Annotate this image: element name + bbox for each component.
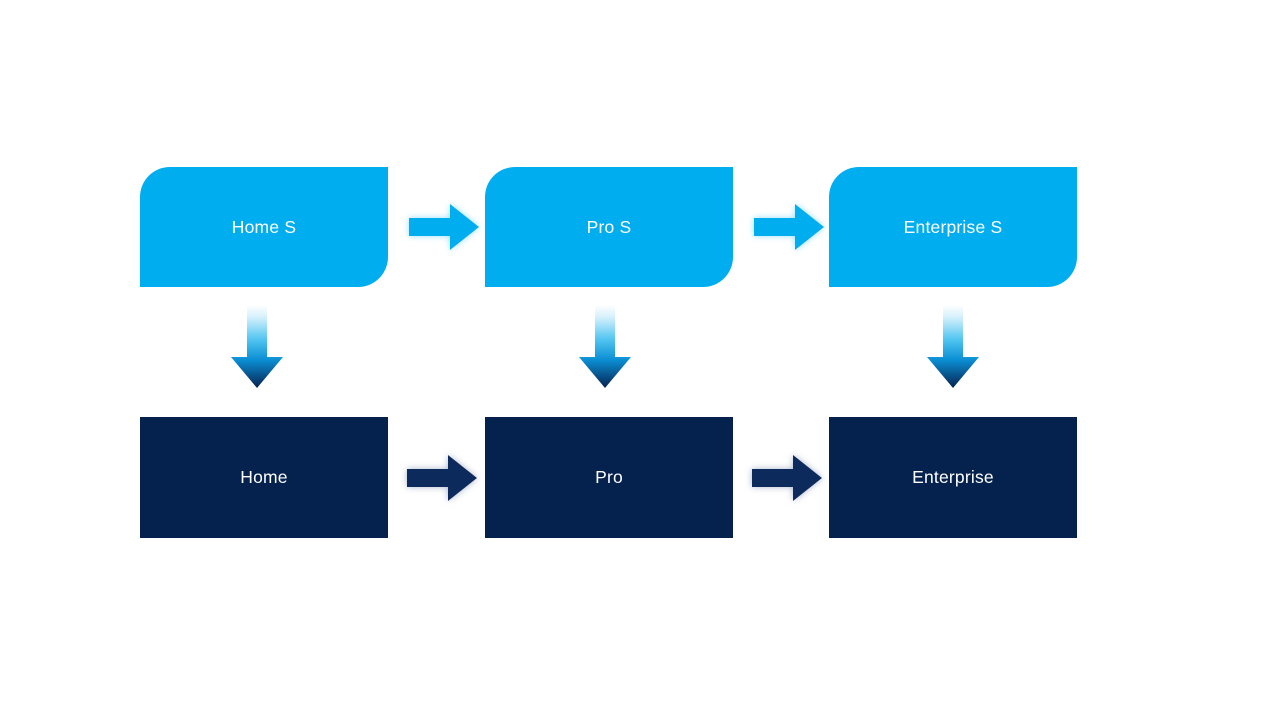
arrow-right-icon-home-s-to-pro-s — [405, 199, 483, 255]
node-pro[interactable]: Pro — [485, 417, 733, 538]
node-enterprise[interactable]: Enterprise — [829, 417, 1077, 538]
arrow-right-icon-pro-s-to-enterprise-s — [750, 199, 828, 255]
node-pro-s-label: Pro S — [586, 216, 632, 237]
arrow-right-icon-home-to-pro — [403, 450, 481, 506]
node-pro-s[interactable]: Pro S — [485, 167, 733, 287]
arrow-down-icon-pro-s-to-pro — [574, 305, 636, 389]
node-home-s[interactable]: Home S — [140, 167, 388, 287]
node-enterprise-label: Enterprise — [912, 467, 994, 487]
node-pro-label: Pro — [595, 467, 623, 487]
arrow-down-icon-enterprise-s-to-enterprise — [922, 305, 984, 389]
node-home-s-label: Home S — [231, 216, 297, 237]
node-home-label: Home — [240, 467, 288, 487]
node-home[interactable]: Home — [140, 417, 388, 538]
arrow-right-icon-pro-to-enterprise — [748, 450, 826, 506]
node-enterprise-s-label: Enterprise S — [903, 216, 1003, 237]
arrow-down-icon-home-s-to-home — [226, 305, 288, 389]
node-enterprise-s[interactable]: Enterprise S — [829, 167, 1077, 287]
